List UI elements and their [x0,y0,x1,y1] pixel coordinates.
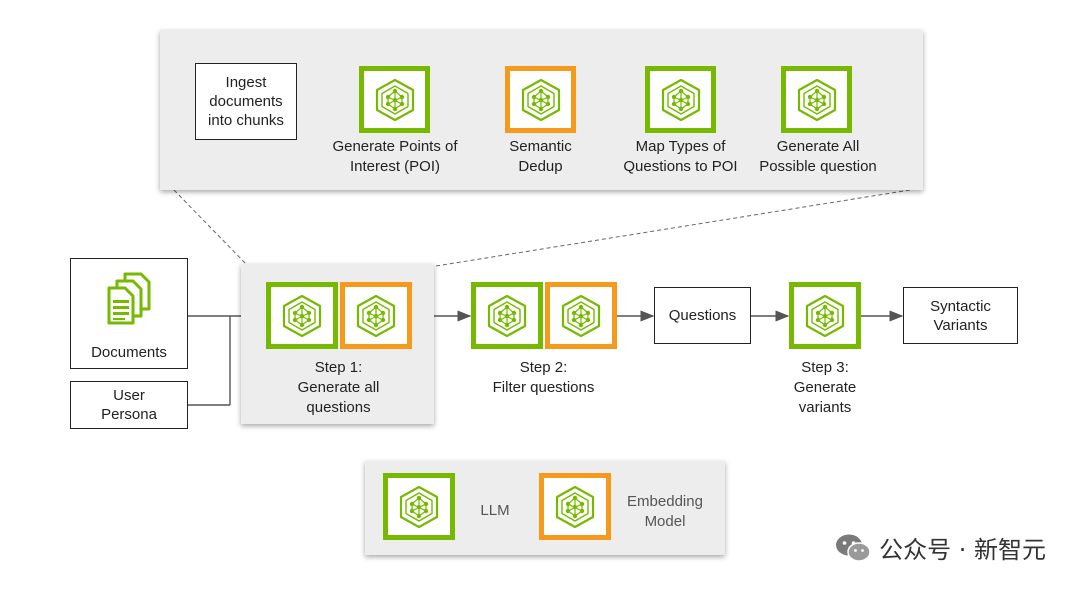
map-types-llm-node [645,66,716,133]
step2-embedding-node [545,282,617,349]
syntactic-variants-label: Syntactic Variants [930,297,991,334]
step3-label: Step 3: Generate variants [793,359,857,416]
legend-embedding-node [539,473,611,540]
syntactic-variants-box: Syntactic Variants [903,287,1018,344]
neural-cube-icon [661,78,700,121]
zoom-line-left [173,189,249,267]
dedup-label: Semantic Dedup [509,138,572,175]
neural-cube-icon [521,78,560,121]
ingest-label: Ingest documents into chunks [208,74,284,129]
step2-llm-node [471,282,543,349]
questions-box: Questions [654,287,751,344]
documents-label: Documents [91,344,167,361]
neural-cube-icon [375,78,414,121]
neural-cube-icon [487,294,527,337]
legend-embedding-label: Embedding Model [627,493,703,530]
watermark: 公众号 · 新智元 [835,530,1046,565]
documents-box: Documents [70,258,188,369]
step1-llm-node [266,282,338,349]
poi-llm-node [359,66,430,133]
questions-label: Questions [668,307,737,324]
zoom-line-right [435,189,911,267]
neural-cube-icon [356,294,396,337]
step2-label: Step 2: Filter questions [492,359,595,396]
dedup-embedding-node [505,66,576,133]
neural-cube-icon [555,485,595,528]
neural-cube-icon [805,294,845,337]
ingest-box: Ingest documents into chunks [195,63,297,140]
user-persona-box: User Persona [70,381,188,429]
watermark-text: 公众号 · 新智元 [879,536,1046,564]
neural-cube-icon [561,294,601,337]
neural-cube-icon [399,485,439,528]
neural-cube-icon [797,78,836,121]
step1-embedding-node [340,282,412,349]
user-persona-label: User Persona [101,387,157,423]
neural-cube-icon [282,294,322,337]
wechat-icon [836,534,871,562]
generate-all-llm-node [781,66,852,133]
legend-llm-label: LLM [480,502,510,519]
step1-label: Step 1: Generate all questions [297,359,380,416]
poi-label: Generate Points of Interest (POI) [332,138,458,175]
step3-llm-node [789,282,861,349]
legend-llm-node [383,473,455,540]
documents-icon [107,272,151,325]
generate-all-label: Generate All Possible question [759,138,877,175]
map-types-label: Map Types of Questions to POI [623,138,738,175]
